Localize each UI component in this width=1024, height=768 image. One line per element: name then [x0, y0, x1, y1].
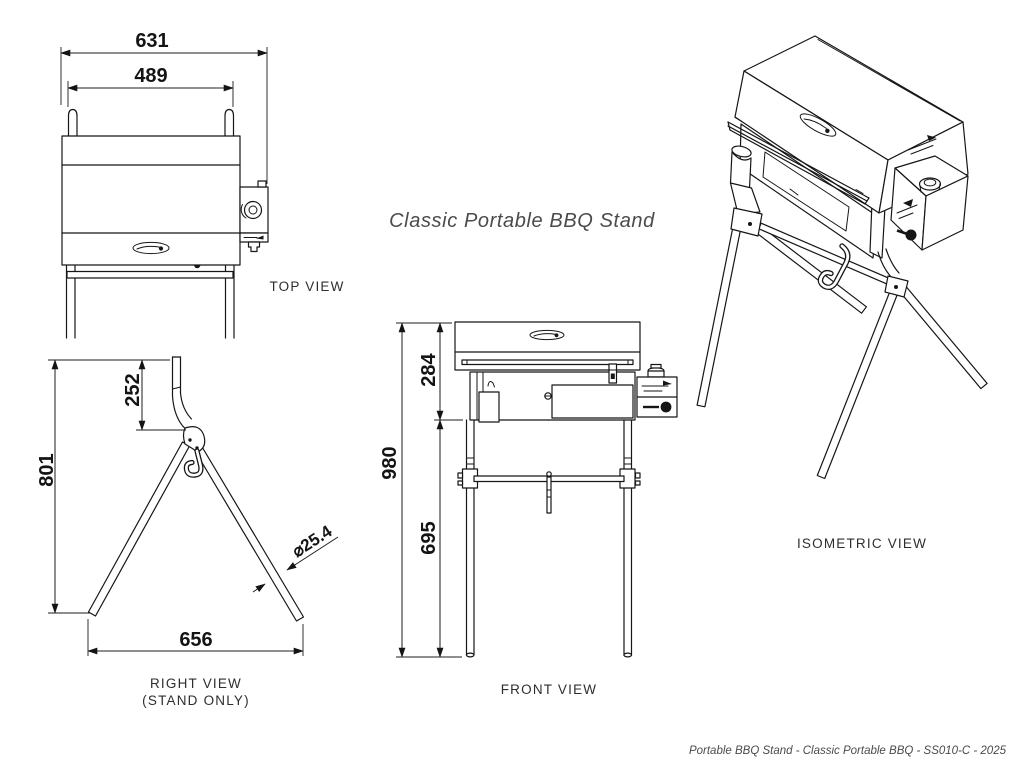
- brand-logo-oval: [132, 241, 170, 255]
- iso-handle-rail: [727, 117, 870, 205]
- stand-leg-front: [87, 441, 191, 617]
- iso-leg-front-left: [696, 220, 743, 408]
- grease-drawer: [551, 384, 634, 419]
- front-view-control-box: [636, 363, 678, 418]
- front-view: 980 284 695 FRONT VIEW: [379, 321, 678, 697]
- dim-695: 695: [418, 521, 440, 554]
- right-view-sublabel: (STAND ONLY): [142, 693, 250, 708]
- iso-gas-knob: [905, 229, 917, 241]
- right-view-drawing: [87, 356, 305, 622]
- iso-control-box: [890, 155, 969, 251]
- isometric-view-label: ISOMETRIC VIEW: [797, 536, 927, 551]
- lid-latch: [608, 363, 618, 384]
- dim-252: 252: [122, 373, 144, 406]
- thermometer-dot: [194, 265, 201, 269]
- dim-631: 631: [135, 30, 168, 52]
- stand-leg-rear: [193, 445, 305, 622]
- sheet-title: Classic Portable BBQ Stand: [389, 210, 655, 232]
- top-view-cross-rail: [66, 270, 234, 279]
- isometric-drawing: [696, 35, 988, 480]
- top-view-label: TOP VIEW: [269, 279, 344, 294]
- gas-knob: [660, 401, 672, 413]
- igniter-box: [478, 391, 500, 423]
- lid-handle-slot: [461, 359, 634, 366]
- right-view: 801 252 656 ⌀25.4 RIGHT VIEW (STAND ONLY…: [36, 356, 339, 708]
- front-view-label: FRONT VIEW: [501, 682, 598, 697]
- right-view-label: RIGHT VIEW: [150, 676, 242, 691]
- dim-656: 656: [179, 629, 212, 651]
- iso-right-socket: [877, 248, 909, 298]
- front-view-drawing: [454, 321, 678, 658]
- leg-clamps-and-crossbar: [457, 468, 641, 514]
- pivot-bracket: [182, 426, 206, 453]
- top-view-regulator: [239, 180, 269, 253]
- dim-tube-diameter: ⌀25.4: [289, 521, 336, 561]
- iso-logo-oval: [799, 113, 837, 137]
- front-view-dimensions: 980 284 695: [379, 322, 463, 658]
- dim-980: 980: [379, 446, 401, 479]
- dim-489: 489: [134, 65, 167, 87]
- right-view-dimensions: 801 252 656 ⌀25.4: [36, 359, 339, 656]
- dim-801: 801: [36, 453, 58, 486]
- iso-leg-front-right: [816, 289, 899, 480]
- top-view-dimensions: 631 489: [60, 30, 268, 184]
- isometric-view: ISOMETRIC VIEW: [696, 35, 988, 551]
- top-view: 631 489 TOP VIEW: [60, 30, 344, 339]
- sheet-footer: Portable BBQ Stand - Classic Portable BB…: [689, 745, 1007, 757]
- iso-hook: [817, 243, 851, 291]
- top-view-drawing: [61, 108, 269, 339]
- lid-logo-oval: [529, 329, 565, 341]
- dim-284: 284: [418, 352, 440, 386]
- hanging-hook: [183, 448, 204, 478]
- iso-leg-back-right: [898, 284, 988, 390]
- iso-left-socket: [729, 145, 763, 237]
